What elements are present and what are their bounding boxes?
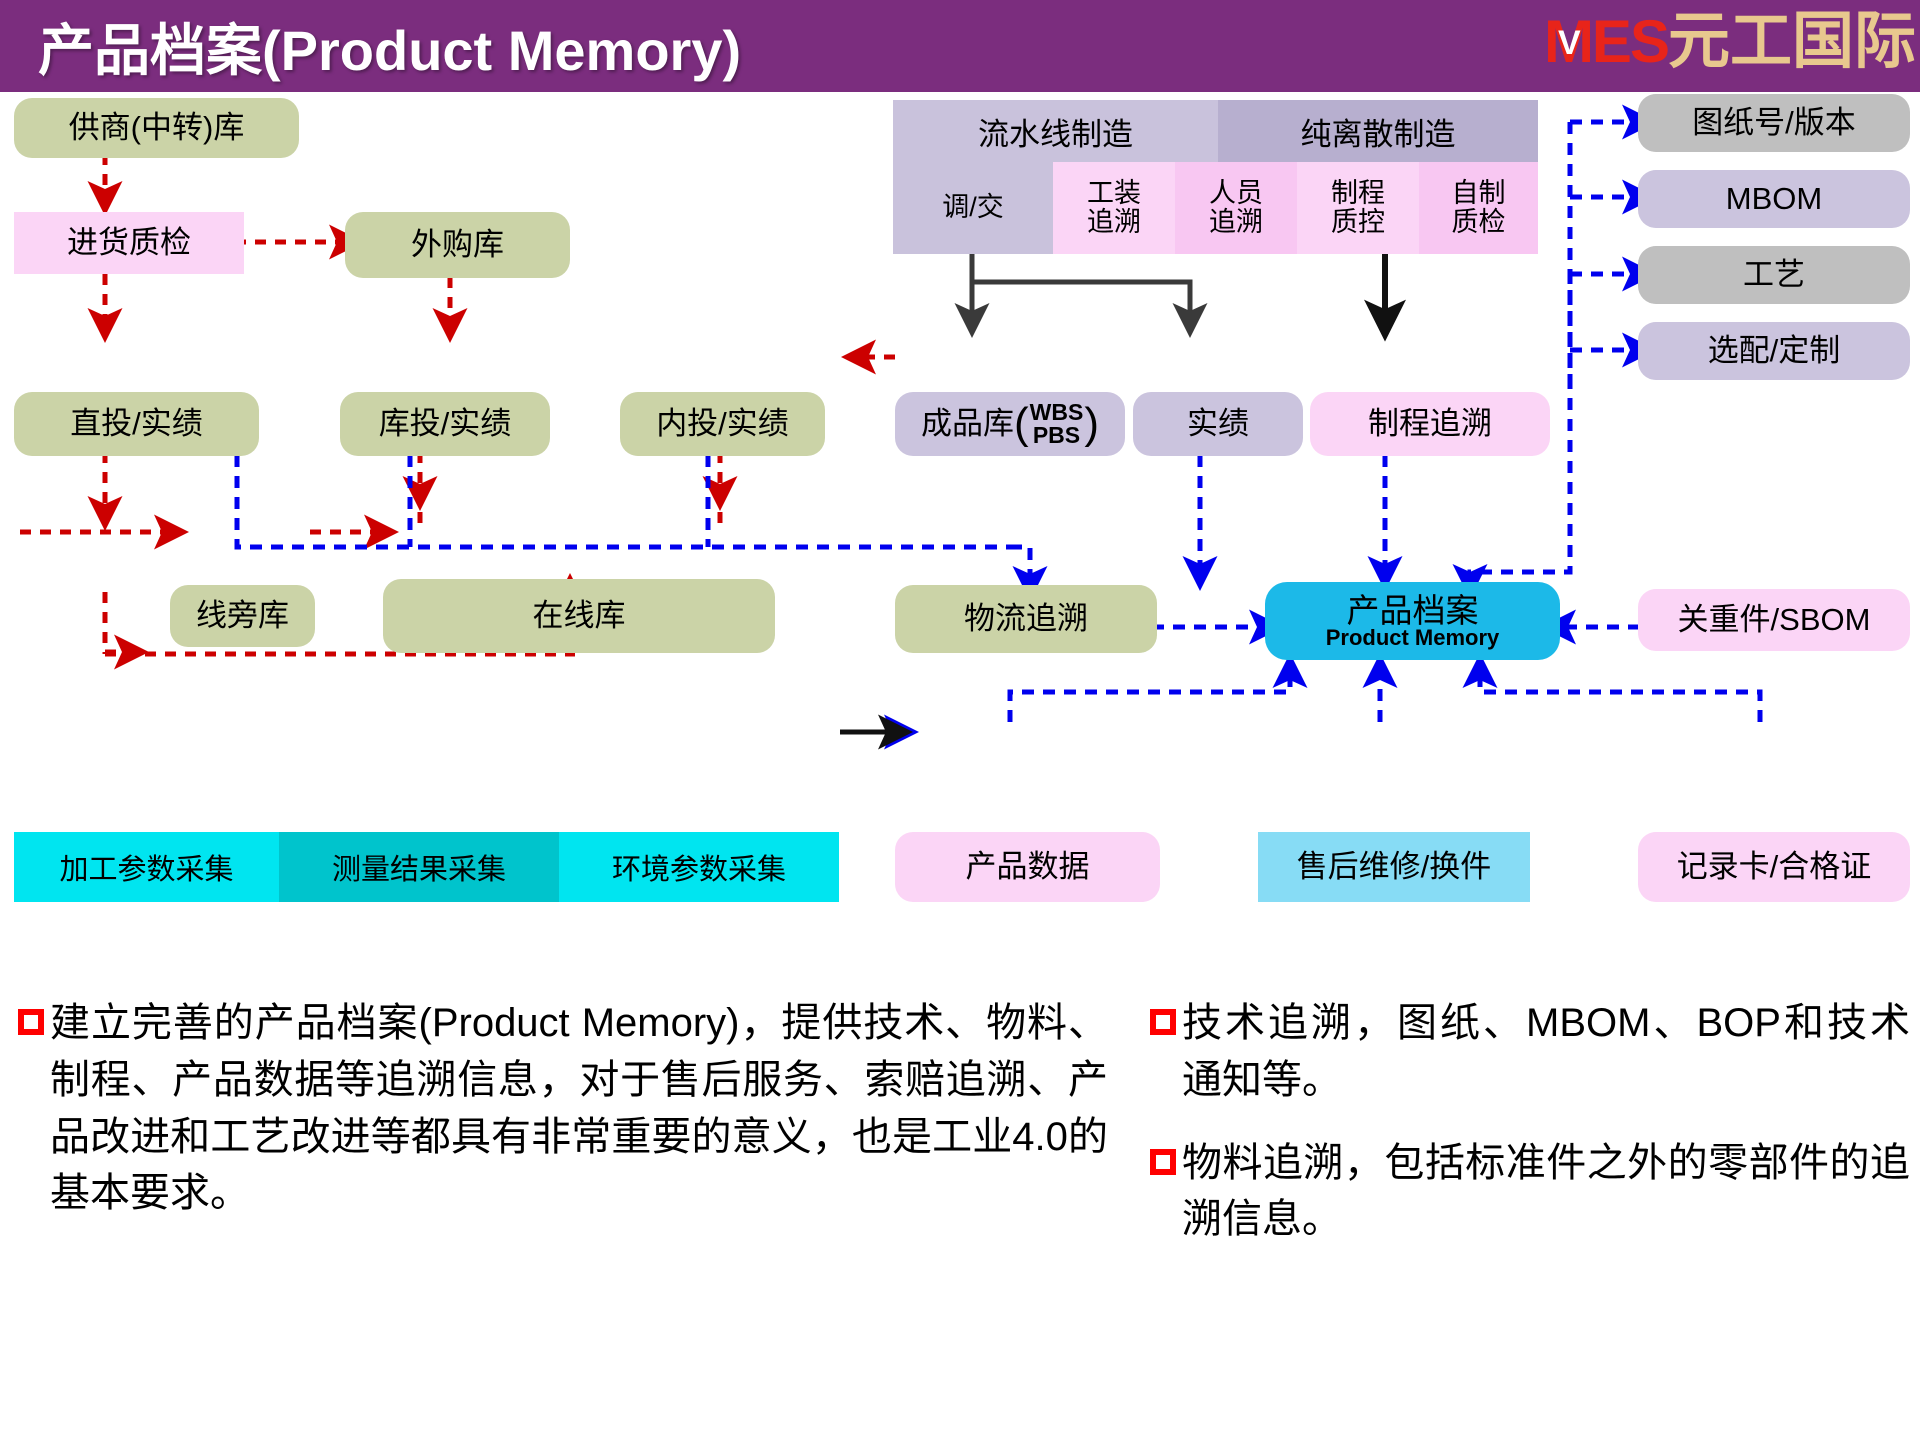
node-product-data[interactable]: 产品数据 xyxy=(895,832,1160,902)
bar-cell-process-param-collection[interactable]: 加工参数采集 xyxy=(14,832,279,902)
process-diagram: 供商(中转)库 流水线制造 纯离散制造 调/交 工装 追溯 人员 追溯 制程 质… xyxy=(0,92,1920,982)
node-label: 制程追溯 xyxy=(1368,405,1492,441)
node-label-en: Product Memory xyxy=(1325,624,1500,650)
node-label-cn: 产品档案 xyxy=(1346,591,1479,629)
node-label: 在线库 xyxy=(532,597,626,633)
node-label: 线旁库 xyxy=(196,597,289,633)
bullet-item: 物料追溯，包括标准件之外的零部件的追溯信息。 xyxy=(1150,1135,1910,1249)
manufacture-subcell-selfmade-inspect[interactable]: 自制 质检 xyxy=(1419,162,1538,254)
node-label: 供商(中转)库 xyxy=(68,109,245,145)
node-logistics-trace[interactable]: 物流追溯 xyxy=(895,585,1157,653)
bar-cell-environment-param-collection[interactable]: 环境参数采集 xyxy=(559,832,839,902)
wbs-label: WBS xyxy=(1029,399,1084,425)
node-store-issue[interactable]: 库投/实绩 xyxy=(340,392,550,456)
manufacture-subcell-dispatch[interactable]: 调/交 xyxy=(893,162,1053,254)
manufacture-subcell-label-line1: 人员 xyxy=(1209,177,1263,208)
node-optional-custom[interactable]: 选配/定制 xyxy=(1638,322,1910,380)
node-label: MBOM xyxy=(1725,180,1823,216)
node-label: 工艺 xyxy=(1743,256,1805,292)
square-bullet-icon xyxy=(18,1009,44,1035)
title-bar: 产品档案(Product Memory) MES V 元工国际 xyxy=(0,0,1920,92)
manufacture-subcell-label-line2: 质控 xyxy=(1331,207,1385,237)
node-label: 物流追溯 xyxy=(964,600,1088,636)
node-key-part-sbom[interactable]: 关重件/SBOM xyxy=(1638,589,1910,651)
node-online-store[interactable]: 在线库 xyxy=(383,579,775,653)
node-label: 记录卡/合格证 xyxy=(1676,848,1872,884)
node-label: 外购库 xyxy=(411,226,504,262)
diagram-connectors xyxy=(20,104,1763,750)
node-product-memory[interactable]: 产品档案 Product Memory xyxy=(1265,582,1560,660)
node-label: 进货质检 xyxy=(67,224,191,260)
manufacture-header-line[interactable]: 流水线制造 xyxy=(893,100,1218,162)
manufacture-subcell-personnel-trace[interactable]: 人员 追溯 xyxy=(1175,162,1297,254)
node-supplier-store[interactable]: 供商(中转)库 xyxy=(14,98,299,158)
bar-cell-measure-result-collection[interactable]: 测量结果采集 xyxy=(279,832,559,902)
node-record-card[interactable]: 记录卡/合格证 xyxy=(1638,832,1910,902)
brand-logo: MES V 元工国际 xyxy=(1544,6,1916,78)
node-label: 关重件/SBOM xyxy=(1677,601,1871,637)
paren-open: ( xyxy=(1014,399,1029,449)
manufacture-subcell-label-line1: 工装 xyxy=(1087,177,1141,208)
bullet-text: 技术追溯，图纸、MBOM、BOP和技术通知等。 xyxy=(1182,1001,1910,1102)
manufacture-subcell-label-line2: 质检 xyxy=(1451,207,1506,237)
bar-cell-label: 环境参数采集 xyxy=(611,854,786,886)
node-label: 图纸号/版本 xyxy=(1692,104,1856,140)
manufacture-subcell-tooling-trace[interactable]: 工装 追溯 xyxy=(1053,162,1175,254)
manufacture-subcell-label-line2: 追溯 xyxy=(1087,207,1141,237)
bullet-section: 建立完善的产品档案(Product Memory)，提供技术、物料、制程、产品数… xyxy=(0,995,1920,1440)
node-incoming-qc[interactable]: 进货质检 xyxy=(14,212,244,274)
manufacture-header-label: 纯离散制造 xyxy=(1300,116,1456,152)
node-performance[interactable]: 实绩 xyxy=(1133,392,1303,456)
node-drawing-number-version[interactable]: 图纸号/版本 xyxy=(1638,94,1910,152)
node-label: 选配/定制 xyxy=(1707,332,1841,368)
manufacture-header-discrete[interactable]: 纯离散制造 xyxy=(1218,100,1538,162)
manufacture-subcell-label: 调/交 xyxy=(942,192,1004,223)
node-label: 实绩 xyxy=(1187,405,1249,441)
manufacture-subcell-label-line1: 制程 xyxy=(1331,177,1385,208)
node-purchase-store[interactable]: 外购库 xyxy=(345,212,570,278)
page-title: 产品档案(Product Memory) xyxy=(38,19,742,82)
logo-v-overlay-icon: V xyxy=(1557,24,1581,62)
node-label: 售后维修/换件 xyxy=(1296,848,1492,884)
bullet-text: 建立完善的产品档案(Product Memory)，提供技术、物料、制程、产品数… xyxy=(50,1001,1108,1216)
node-label: 产品数据 xyxy=(965,848,1090,884)
node-mbom[interactable]: MBOM xyxy=(1638,170,1910,228)
node-label: 成品库 xyxy=(921,405,1014,441)
bullet-text: 物料追溯，包括标准件之外的零部件的追溯信息。 xyxy=(1182,1140,1910,1242)
bullet-column-right: 技术追溯，图纸、MBOM、BOP和技术通知等。 物料追溯，包括标准件之外的零部件… xyxy=(1150,995,1910,1262)
paren-close: ) xyxy=(1084,399,1099,449)
manufacture-subcell-label-line2: 追溯 xyxy=(1209,207,1263,237)
logo-company-name: 元工国际 xyxy=(1667,7,1916,76)
node-label: 库投/实绩 xyxy=(378,405,512,441)
logo-mes-text: MES V xyxy=(1544,12,1670,72)
manufacture-subcell-label-line1: 自制 xyxy=(1451,177,1506,208)
square-bullet-icon xyxy=(1150,1009,1176,1035)
pbs-label: PBS xyxy=(1032,422,1081,448)
bullet-column-left: 建立完善的产品档案(Product Memory)，提供技术、物料、制程、产品数… xyxy=(18,995,1108,1236)
node-label: 直投/实绩 xyxy=(70,405,203,441)
bullet-item: 建立完善的产品档案(Product Memory)，提供技术、物料、制程、产品数… xyxy=(18,995,1108,1222)
node-lineside-store[interactable]: 线旁库 xyxy=(170,585,315,647)
node-inner-issue[interactable]: 内投/实绩 xyxy=(620,392,825,456)
manufacture-header-label: 流水线制造 xyxy=(978,116,1133,152)
bar-cell-label: 测量结果采集 xyxy=(331,854,506,886)
bullet-item: 技术追溯，图纸、MBOM、BOP和技术通知等。 xyxy=(1150,995,1910,1109)
bar-cell-label: 加工参数采集 xyxy=(59,854,234,886)
logo-mes-label: MES xyxy=(1543,8,1670,75)
node-label: 内投/实绩 xyxy=(656,405,789,441)
node-after-sales[interactable]: 售后维修/换件 xyxy=(1258,832,1530,902)
manufacture-subcell-process-qc[interactable]: 制程 质控 xyxy=(1297,162,1419,254)
square-bullet-icon xyxy=(1150,1148,1176,1175)
node-craft[interactable]: 工艺 xyxy=(1638,246,1910,304)
node-direct-issue[interactable]: 直投/实绩 xyxy=(14,392,259,456)
node-process-trace[interactable]: 制程追溯 xyxy=(1310,392,1550,456)
